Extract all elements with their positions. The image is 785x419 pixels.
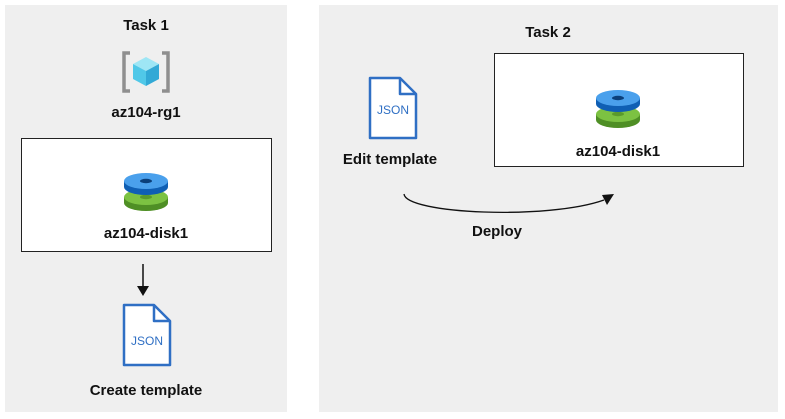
json-file-icon: JSON	[368, 76, 418, 140]
down-arrow-icon	[137, 264, 149, 296]
deploy-arrow-icon	[403, 193, 614, 213]
json-file-icon: JSON	[122, 303, 172, 367]
create-template-label: Create template	[89, 382, 203, 399]
svg-text:JSON: JSON	[131, 334, 163, 348]
resource-group-icon	[122, 51, 170, 93]
resource-group-label: az104-rg1	[111, 104, 181, 121]
disk-icon	[596, 90, 640, 128]
edit-template-label: Edit template	[342, 151, 438, 168]
task1-disk-label: az104-disk1	[103, 225, 189, 242]
task2-disk-label: az104-disk1	[575, 143, 661, 160]
disk-icon	[124, 173, 168, 211]
svg-text:JSON: JSON	[377, 103, 409, 117]
task1-title: Task 1	[123, 17, 169, 34]
deploy-label: Deploy	[471, 223, 523, 240]
task2-title: Task 2	[525, 24, 571, 41]
